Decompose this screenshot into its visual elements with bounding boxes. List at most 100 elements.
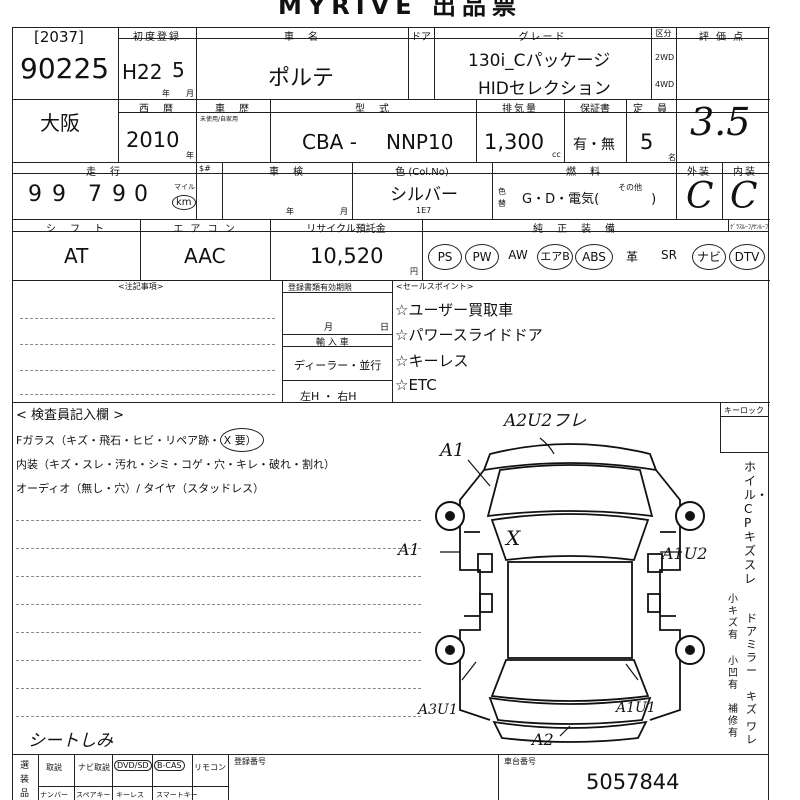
footer-equip: 装: [20, 775, 30, 785]
damage-rear: A2: [532, 730, 554, 749]
ac-label: エ ア コ ン: [173, 224, 237, 235]
exterior-grade: C: [686, 176, 714, 217]
footer-reg-no-label: 登録番号: [234, 757, 266, 766]
damage-windshield-x: X: [506, 526, 521, 550]
model-prefix: CBA -: [302, 130, 357, 154]
sales-point-item: ☆ETC: [395, 376, 437, 394]
windshield-line: Fガラス（キズ・飛石・ヒビ・リペア跡・ X 要）: [16, 434, 257, 447]
capacity-label: 定 員: [633, 104, 669, 115]
equip-airbag: エアB: [537, 244, 573, 270]
seireki-label: 西 暦: [139, 104, 175, 115]
drive-4wd: 4WD: [655, 80, 675, 89]
crack-note: ワレ: [746, 720, 757, 746]
model-code: NNP10: [386, 130, 454, 154]
reg-expiry-label: 登録書類有効期限: [288, 283, 352, 292]
footer-keyless: キーレス: [116, 791, 144, 799]
car-damage-diagram: [435, 437, 705, 743]
dealer-parallel: ディーラー・並行: [294, 359, 382, 372]
name-unit: 名: [668, 153, 676, 162]
displacement: 1,300: [484, 130, 545, 154]
region: 大阪: [40, 111, 80, 135]
sales-point-item: ☆ユーザー買取車: [395, 301, 514, 319]
km-unit-circled: km: [172, 195, 196, 210]
footer-chassis-label: 車台番号: [504, 757, 536, 766]
mileage-digit: 7: [88, 182, 102, 207]
score-value: 3.5: [690, 100, 751, 144]
reg-month-unit: 月: [324, 323, 334, 333]
keylock-label: キーロック: [724, 406, 764, 415]
repaired-note: 補修有: [728, 704, 738, 739]
handwritten-signature: シートしみ: [28, 731, 113, 751]
equip-dtv: DTV: [729, 244, 765, 270]
handle-side: 左H ・ 右H: [300, 390, 357, 403]
caution-label: <注記事項>: [118, 282, 164, 291]
doors-label: ドア: [411, 32, 431, 43]
color-change-label: 色替: [498, 187, 506, 208]
footer-smart-key: スマートキー: [156, 791, 198, 799]
warranty-label: 保証書: [580, 104, 610, 115]
equip-abs: ABS: [575, 244, 613, 270]
equip-pw: PW: [465, 244, 499, 270]
capacity-value: 5: [640, 130, 654, 154]
mile-unit: マイル: [174, 183, 195, 191]
interior-label: 内装: [733, 167, 757, 178]
footer-dvd: DVD/SD: [114, 760, 152, 771]
grade-line2: HIDセレクション: [478, 79, 611, 99]
equip-ps: PS: [428, 244, 462, 270]
footer-number: ナンバー: [40, 791, 68, 799]
chassis-number: 5057844: [586, 770, 680, 794]
mileage-flag: $#: [199, 164, 211, 173]
damage-a1-top: A1: [440, 440, 465, 461]
mileage-digit: 9: [28, 182, 42, 207]
exterior-label: 外装: [687, 167, 711, 178]
lot-number: 90225: [20, 52, 110, 85]
import-label: 輸 入 車: [316, 338, 349, 348]
damage-right-door: A1U2: [662, 544, 708, 563]
equipment-sub: ｸﾞﾗｽﾙｰﾌ/ｻﾝﾙｰﾌ: [730, 224, 769, 231]
equip-leather: 革: [625, 250, 638, 264]
mileage-digits: 9 9 7 9 0: [28, 182, 178, 212]
model-year: 2010: [126, 128, 180, 152]
mileage-digit: 9: [112, 182, 126, 207]
wheel-note: ホイル・CP キズ スレ: [744, 460, 769, 586]
damage-rear-left: A3U1: [418, 702, 458, 718]
footer-bcas: B-CAS: [154, 760, 185, 771]
shareki-sub: 未使用/自家用: [200, 116, 239, 123]
damage-left-door: A1: [398, 540, 420, 559]
color-code: 1E7: [416, 206, 432, 215]
displacement-label: 排気量: [502, 104, 538, 115]
insp-month-unit: 月: [340, 207, 348, 216]
footer-remote: リモコン: [194, 763, 226, 772]
door-mirror-note: ドアミラー: [746, 612, 757, 677]
recycle-label: リサイクル預託金: [306, 224, 386, 235]
drive-label: 区分: [655, 29, 672, 38]
color-value: シルバー: [390, 185, 458, 205]
car-name: ポルテ: [268, 66, 335, 91]
year-unit: 年: [162, 89, 170, 98]
equipment-label: 純 正 装 備: [533, 224, 617, 235]
shift-value: AT: [64, 244, 89, 268]
insp-year-unit: 年: [286, 207, 294, 216]
damage-rear-right: A1U1: [616, 700, 656, 716]
footer-sel: 選: [20, 761, 30, 771]
fuel-other-label: その他: [618, 183, 642, 192]
lot-bracket: [2037]: [34, 28, 84, 46]
score-label: 評 価 点: [698, 32, 746, 43]
first-reg-label: 初度登録: [133, 32, 181, 43]
footer-navi-manual: ナビ取説: [78, 763, 110, 772]
sales-point-label: <セールスポイント>: [396, 282, 474, 291]
car-name-label: 車 名: [284, 32, 320, 43]
equip-aw: AW: [508, 248, 528, 262]
grade-line1: 130i_Cパッケージ: [468, 51, 611, 71]
shift-label: シ フ ト: [46, 224, 106, 235]
mileage-digit: 9: [52, 182, 66, 207]
mileage-digit: 0: [134, 182, 148, 207]
small-dent-note: 小凹 有: [728, 656, 738, 691]
footer-manual: 取説: [46, 763, 62, 772]
color-label: 色 (Col.No): [395, 167, 449, 178]
document-title: MYRIVE 出品票: [278, 0, 522, 20]
warranty-value: 有・無: [573, 137, 615, 153]
scratch-note: キズ: [746, 690, 757, 716]
month-unit: 月: [186, 89, 194, 98]
audio-tire-line: オーディオ（無し・穴）/ タイヤ（スタッドレス）: [16, 482, 265, 495]
